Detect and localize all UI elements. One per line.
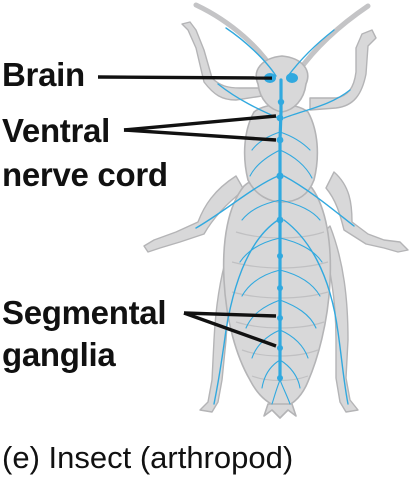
nervous-system xyxy=(195,27,355,405)
label-ventral-line2: nerve cord xyxy=(2,156,168,193)
ventral-leader-lower xyxy=(123,128,277,142)
leader-lines xyxy=(97,75,277,348)
front-left-leg xyxy=(181,21,263,101)
ventral-cord xyxy=(278,78,283,382)
antennal-nerves xyxy=(225,27,335,77)
segmental-leader-upper xyxy=(183,311,277,318)
cerci xyxy=(263,403,297,419)
label-brain: Brain xyxy=(2,56,85,93)
figure-caption: (e) Insect (arthropod) xyxy=(2,440,294,475)
middle-left-leg xyxy=(143,175,245,253)
legs xyxy=(143,21,409,413)
brain-leader xyxy=(97,75,273,80)
label-segmental-line1: Segmental xyxy=(2,294,167,331)
abdomen xyxy=(222,174,332,409)
label-ventral-line1: Ventral xyxy=(2,112,110,149)
front-right-leg xyxy=(309,29,377,111)
leg-nerves xyxy=(195,83,355,405)
label-segmental-line2: ganglia xyxy=(2,336,116,373)
middle-right-leg xyxy=(325,171,409,253)
ventral-leader-upper xyxy=(123,114,277,132)
segmental-leader-lower xyxy=(183,311,277,348)
